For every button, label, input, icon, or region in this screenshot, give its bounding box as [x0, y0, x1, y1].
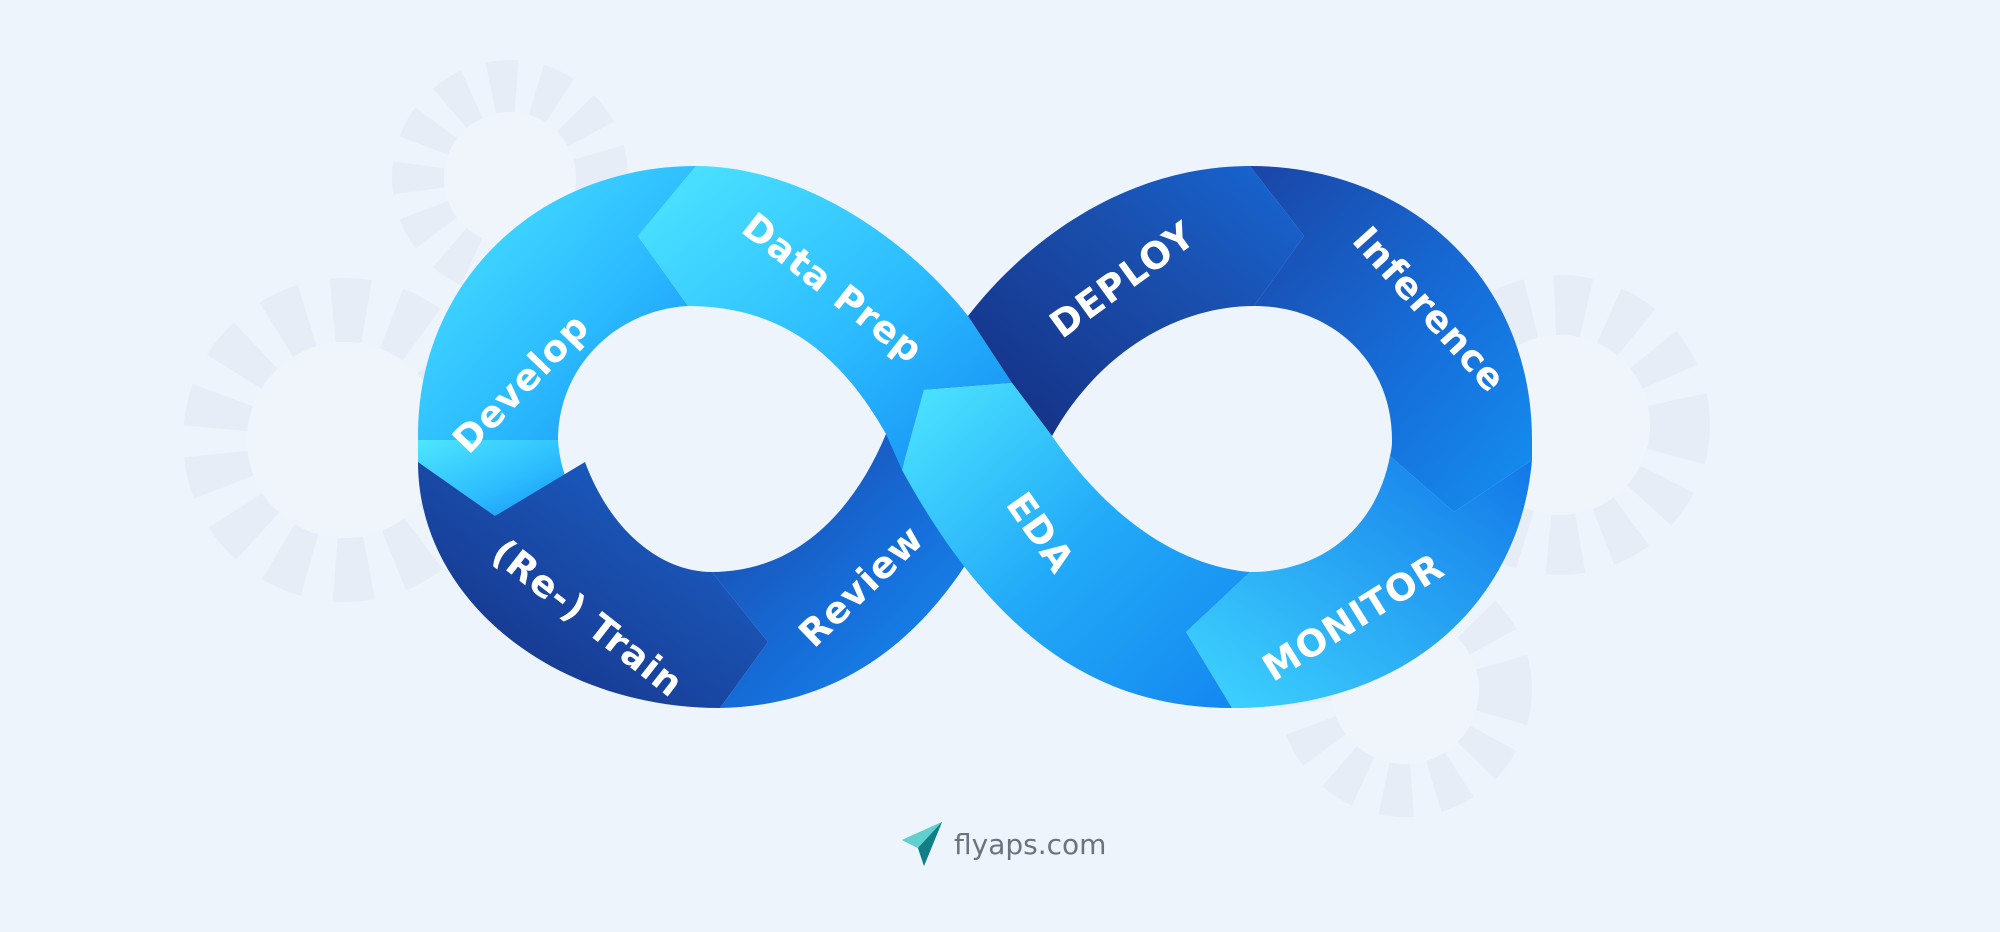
- segment-monitor: [1186, 456, 1532, 708]
- brand-footer: flyaps.com: [900, 820, 1106, 868]
- segment-retrain: [418, 462, 768, 708]
- segment-data-prep: [638, 166, 1012, 470]
- segment-deploy: [968, 166, 1304, 436]
- paper-plane-icon: [902, 822, 942, 866]
- segment-eda: [902, 383, 1250, 708]
- segment-develop: [418, 166, 696, 465]
- segment-review: [712, 434, 966, 708]
- segment-inference: [1250, 166, 1532, 512]
- gear-icon: [1410, 275, 1710, 575]
- brand-text[interactable]: flyaps.com: [954, 827, 1107, 861]
